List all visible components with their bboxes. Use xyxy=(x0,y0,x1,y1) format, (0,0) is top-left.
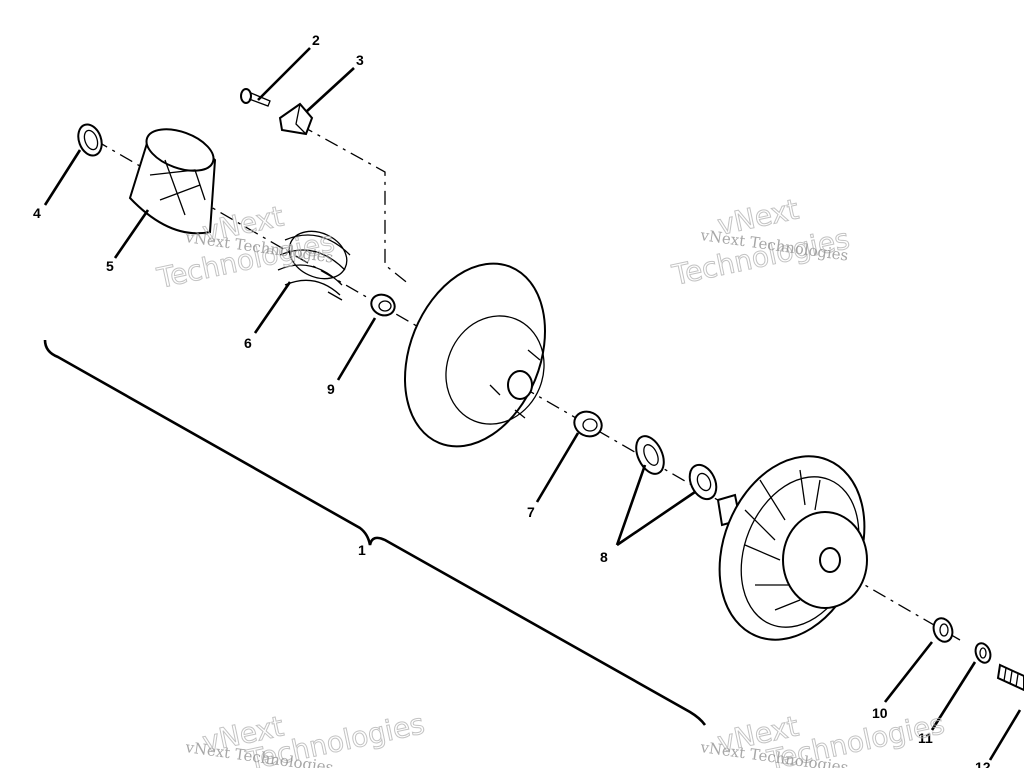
callout-6: 6 xyxy=(244,335,252,351)
leader-3 xyxy=(305,67,355,113)
callout-11: 11 xyxy=(918,730,933,746)
part-10-washer xyxy=(932,617,954,643)
leader-10 xyxy=(883,641,934,703)
leader-4 xyxy=(43,149,82,206)
callout-8: 8 xyxy=(600,549,608,565)
callout-2: 2 xyxy=(312,32,320,48)
leader-7 xyxy=(535,432,580,503)
assembly-bracket xyxy=(43,339,707,726)
callout-3: 3 xyxy=(356,52,364,68)
watermark-bottom-right: vNext Technologies vNext Technologies xyxy=(698,707,947,768)
callout-1: 1 xyxy=(358,542,366,558)
leader-8 xyxy=(615,464,696,547)
watermark-bottom-left: vNext Technologies vNext Technologies xyxy=(183,707,427,768)
movable-sheave xyxy=(404,262,546,448)
callout-5: 5 xyxy=(106,258,114,274)
callout-9: 9 xyxy=(327,381,335,397)
watermark-top-right: vNext Technologies vNext Technologies xyxy=(668,192,853,292)
callout-12: 12 xyxy=(975,759,991,768)
leader-12 xyxy=(988,709,1022,761)
leader-11 xyxy=(930,661,977,731)
part-12-bolt xyxy=(996,663,1024,692)
part-11-lock-washer xyxy=(974,642,992,664)
part-5-cam xyxy=(128,128,217,235)
callout-7: 7 xyxy=(527,504,535,520)
part-3-wedge xyxy=(278,102,314,136)
fixed-sheave xyxy=(716,455,868,641)
callout-4: 4 xyxy=(33,205,41,221)
leader-2 xyxy=(257,47,311,101)
pin-axis-line xyxy=(299,124,411,286)
part-6-spring xyxy=(277,230,351,301)
leader-5 xyxy=(113,209,150,259)
callout-10: 10 xyxy=(872,705,888,721)
part-4-snap-ring xyxy=(77,123,103,157)
part-8-washers xyxy=(635,435,718,501)
leader-6 xyxy=(253,281,292,334)
part-9-bushing xyxy=(370,293,396,317)
leader-9 xyxy=(336,317,377,381)
part-7-bushing xyxy=(573,410,603,438)
